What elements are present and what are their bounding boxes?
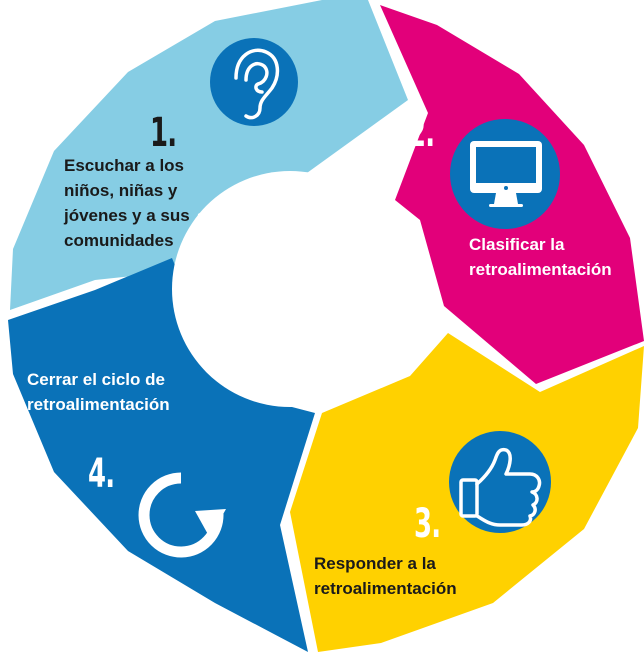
step-2-number: 2.: [408, 110, 435, 156]
monitor-icon: [470, 141, 542, 207]
step-3-label-line: retroalimentación: [314, 579, 457, 598]
step-4-number: 4.: [88, 451, 115, 497]
thumbs-up-icon: [459, 447, 542, 527]
step-3-label-line: Responder a la: [314, 554, 436, 573]
center-hole: [172, 171, 408, 407]
segment-step-1: [10, 0, 408, 310]
step-1-label: Escuchar a los niños, niñas y jóvenes y …: [64, 153, 190, 253]
step-4-label: Cerrar el ciclo de retroalimentación: [27, 367, 170, 417]
step-3-label: Responder a la retroalimentación: [314, 551, 457, 601]
step-1-label-line: comunidades: [64, 231, 174, 250]
step-3-number: 3.: [414, 501, 441, 547]
step-2-label: Clasificar la retroalimentación: [469, 232, 612, 282]
segment-step-4: [8, 258, 315, 652]
step-2-label-line: retroalimentación: [469, 260, 612, 279]
step-1-label-line: jóvenes y a sus: [64, 206, 190, 225]
step-4-label-line: Cerrar el ciclo de: [27, 370, 165, 389]
step-2-label-line: Clasificar la: [469, 235, 565, 254]
refresh-icon: [138, 472, 226, 558]
step-1-number: 1.: [150, 110, 177, 156]
step-3-icon-circle: [449, 431, 551, 533]
step-4-label-line: retroalimentación: [27, 395, 170, 414]
step-1-label-line: niños, niñas y: [64, 181, 178, 200]
ear-icon: [234, 48, 280, 120]
step-1-label-line: Escuchar a los: [64, 156, 185, 175]
